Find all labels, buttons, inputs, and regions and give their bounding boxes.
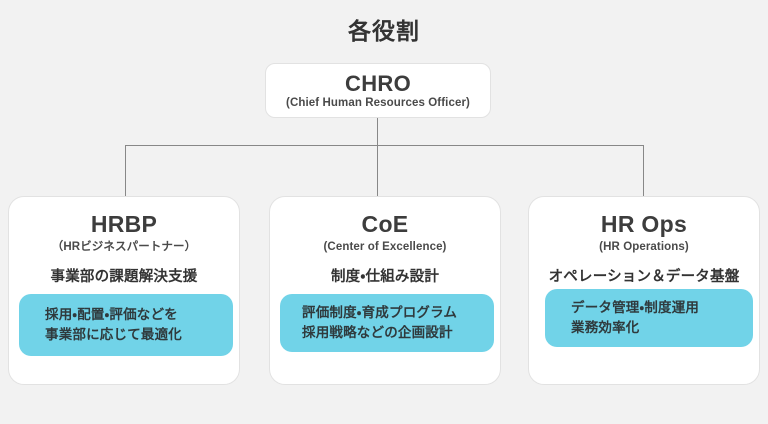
connector-root-stem	[377, 118, 378, 145]
node-hrbp: HRBP （HRビジネスパートナー） 事業部の課題解決支援 採用・配置・評価など…	[8, 196, 240, 385]
node-coe: CoE (Center of Excellence) 制度・仕組み設計 評価制度…	[269, 196, 501, 385]
node-hrops: HR Ops (HR Operations) オペレーション＆データ基盤 データ…	[528, 196, 760, 385]
node-coe-acronym: CoE	[361, 211, 409, 237]
node-coe-fullname: (Center of Excellence)	[323, 241, 447, 253]
node-hrops-acronym: HR Ops	[600, 211, 688, 237]
node-chro: CHRO (Chief Human Resources Officer)	[265, 63, 491, 118]
page-title: 各役割	[348, 18, 420, 44]
node-hrops-highlight-line-1: データ管理・制度運用	[571, 300, 700, 315]
node-hrbp-highlight: 採用・配置・評価などを 事業部に応じて最適化	[19, 294, 233, 356]
node-hrops-highlight: データ管理・制度運用 業務効率化	[545, 289, 753, 347]
connector-drop-coe	[377, 145, 378, 196]
node-coe-highlight: 評価制度・育成プログラム 採用戦略などの企画設計	[280, 294, 494, 352]
node-hrbp-highlight-line-2: 事業部に応じて最適化	[45, 327, 182, 342]
node-coe-highlight-line-1: 評価制度・育成プログラム	[302, 305, 458, 320]
node-hrops-fullname: (HR Operations)	[599, 241, 689, 253]
connector-drop-hrbp	[125, 145, 126, 196]
node-hrbp-highlight-line-1: 採用・配置・評価などを	[45, 307, 178, 322]
node-hrbp-summary: 事業部の課題解決支援	[50, 269, 198, 285]
node-hrbp-fullname: （HRビジネスパートナー）	[51, 241, 197, 253]
node-coe-highlight-line-2: 採用戦略などの企画設計	[302, 325, 453, 340]
connector-drop-hrops	[643, 145, 644, 196]
node-chro-acronym: CHRO	[345, 71, 411, 96]
node-hrbp-acronym: HRBP	[90, 211, 158, 237]
node-hrops-summary: オペレーション＆データ基盤	[548, 269, 740, 285]
connector-horizontal-bus	[125, 145, 644, 146]
node-coe-summary: 制度・仕組み設計	[330, 269, 440, 285]
node-chro-fullname: (Chief Human Resources Officer)	[286, 97, 470, 109]
node-hrops-highlight-line-2: 業務効率化	[571, 320, 640, 335]
